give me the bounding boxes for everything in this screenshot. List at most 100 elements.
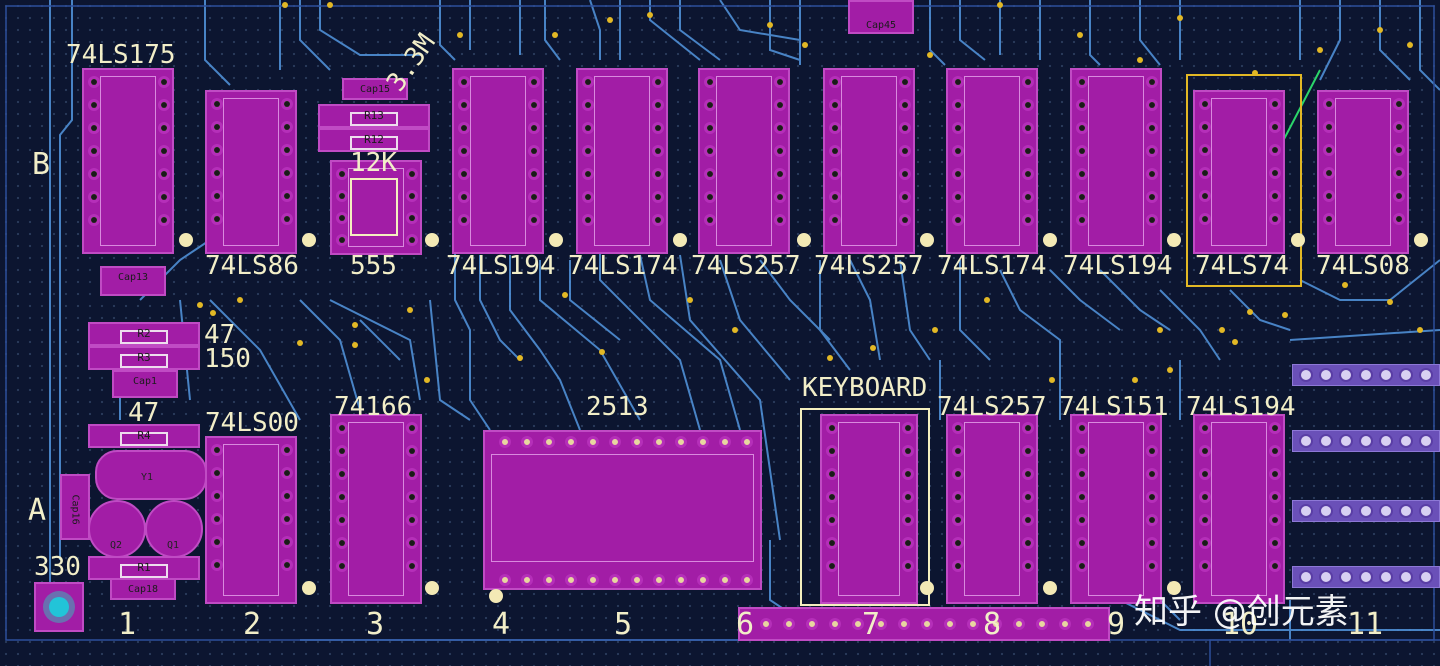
chip-pin[interactable]	[1076, 99, 1088, 111]
chip-pin[interactable]	[952, 168, 964, 180]
chip-pin[interactable]	[1269, 213, 1281, 225]
chip-pin[interactable]	[336, 491, 348, 503]
header-pad[interactable]	[1339, 368, 1353, 382]
chip-pin[interactable]	[582, 122, 594, 134]
chip-pin[interactable]	[774, 168, 786, 180]
chip-pin[interactable]	[521, 574, 533, 586]
connector-pin[interactable]	[990, 618, 1002, 630]
chip-pin[interactable]	[336, 422, 348, 434]
chip-pin[interactable]	[406, 190, 418, 202]
chip-pin[interactable]	[741, 436, 753, 448]
resistor-r4[interactable]: R4	[88, 424, 200, 448]
header-pad[interactable]	[1359, 368, 1373, 382]
chip-pin[interactable]	[1393, 121, 1405, 133]
chip-u5[interactable]	[576, 68, 668, 254]
chip-pin[interactable]	[952, 560, 964, 572]
chip-pin[interactable]	[281, 444, 293, 456]
chip-pin[interactable]	[1146, 537, 1158, 549]
connector-pin[interactable]	[967, 618, 979, 630]
chip-pin[interactable]	[211, 213, 223, 225]
chip-pin[interactable]	[211, 490, 223, 502]
header-pad[interactable]	[1339, 570, 1353, 584]
chip-pin[interactable]	[899, 145, 911, 157]
chip-pin[interactable]	[952, 214, 964, 226]
chip-pin[interactable]	[336, 537, 348, 549]
chip-pin[interactable]	[952, 422, 964, 434]
chip-pin[interactable]	[1022, 214, 1034, 226]
chip-pin[interactable]	[653, 574, 665, 586]
chip-pin[interactable]	[1269, 491, 1281, 503]
header-row-4[interactable]	[1292, 566, 1440, 588]
chip-pin[interactable]	[158, 99, 170, 111]
chip-pin[interactable]	[336, 468, 348, 480]
chip-pin[interactable]	[952, 145, 964, 157]
chip-pin[interactable]	[1076, 491, 1088, 503]
chip-pin[interactable]	[1323, 144, 1335, 156]
chip-pin[interactable]	[631, 574, 643, 586]
connector-pin[interactable]	[760, 618, 772, 630]
chip-pin[interactable]	[774, 76, 786, 88]
chip-pin[interactable]	[1199, 144, 1211, 156]
chip-pin[interactable]	[774, 214, 786, 226]
chip-pin[interactable]	[826, 537, 838, 549]
chip-pin[interactable]	[1022, 468, 1034, 480]
chip-pin[interactable]	[406, 422, 418, 434]
chip-pin[interactable]	[1393, 190, 1405, 202]
chip-pin[interactable]	[719, 574, 731, 586]
header-pad[interactable]	[1319, 570, 1333, 584]
header-row-2[interactable]	[1292, 430, 1440, 452]
chip-pin[interactable]	[406, 445, 418, 457]
chip-pin[interactable]	[829, 191, 841, 203]
chip-pin[interactable]	[1199, 514, 1211, 526]
header-pad[interactable]	[1379, 368, 1393, 382]
chip-pin[interactable]	[902, 491, 914, 503]
chip-pin[interactable]	[774, 191, 786, 203]
connector-pin[interactable]	[806, 618, 818, 630]
header-pad[interactable]	[1399, 504, 1413, 518]
chip-pin[interactable]	[211, 559, 223, 571]
chip-pin[interactable]	[719, 436, 731, 448]
chip-pin[interactable]	[211, 98, 223, 110]
chip-pin[interactable]	[458, 145, 470, 157]
chip-pin[interactable]	[902, 445, 914, 457]
chip-pin[interactable]	[499, 574, 511, 586]
chip-pin[interactable]	[211, 190, 223, 202]
chip-pin[interactable]	[458, 191, 470, 203]
chip-pin[interactable]	[406, 537, 418, 549]
chip-pin[interactable]	[902, 560, 914, 572]
chip-pin[interactable]	[774, 99, 786, 111]
chip-pin[interactable]	[336, 168, 348, 180]
chip-u8[interactable]	[946, 68, 1038, 254]
chip-pin[interactable]	[211, 536, 223, 548]
chip-pin[interactable]	[1022, 514, 1034, 526]
chip-pin[interactable]	[211, 513, 223, 525]
chip-pin[interactable]	[1022, 76, 1034, 88]
chip-pin[interactable]	[1199, 468, 1211, 480]
chip-pin[interactable]	[158, 214, 170, 226]
chip-pin[interactable]	[609, 436, 621, 448]
chip-pin[interactable]	[1146, 491, 1158, 503]
chip-pin[interactable]	[88, 168, 100, 180]
chip-pin[interactable]	[1076, 422, 1088, 434]
header-pad[interactable]	[1299, 570, 1313, 584]
chip-pin[interactable]	[582, 168, 594, 180]
cap16[interactable]: Cap16	[60, 474, 90, 540]
chip-pin[interactable]	[1022, 145, 1034, 157]
resistor-r13[interactable]: R13	[318, 104, 430, 128]
chip-pin[interactable]	[281, 121, 293, 133]
chip-pin[interactable]	[211, 144, 223, 156]
chip-pin[interactable]	[1076, 468, 1088, 480]
header-pad[interactable]	[1419, 434, 1433, 448]
chip-pin[interactable]	[774, 122, 786, 134]
chip-pin[interactable]	[88, 99, 100, 111]
header-pad[interactable]	[1419, 504, 1433, 518]
connector-pin[interactable]	[1013, 618, 1025, 630]
chip-pin[interactable]	[1076, 445, 1088, 457]
chip-pin[interactable]	[1022, 560, 1034, 572]
header-pad[interactable]	[1399, 570, 1413, 584]
chip-pin[interactable]	[458, 122, 470, 134]
chip-pin[interactable]	[1076, 168, 1088, 180]
transistor-q2[interactable]: Q2	[88, 500, 146, 558]
header-pad[interactable]	[1339, 504, 1353, 518]
chip-l7-keyboard[interactable]	[820, 414, 918, 604]
